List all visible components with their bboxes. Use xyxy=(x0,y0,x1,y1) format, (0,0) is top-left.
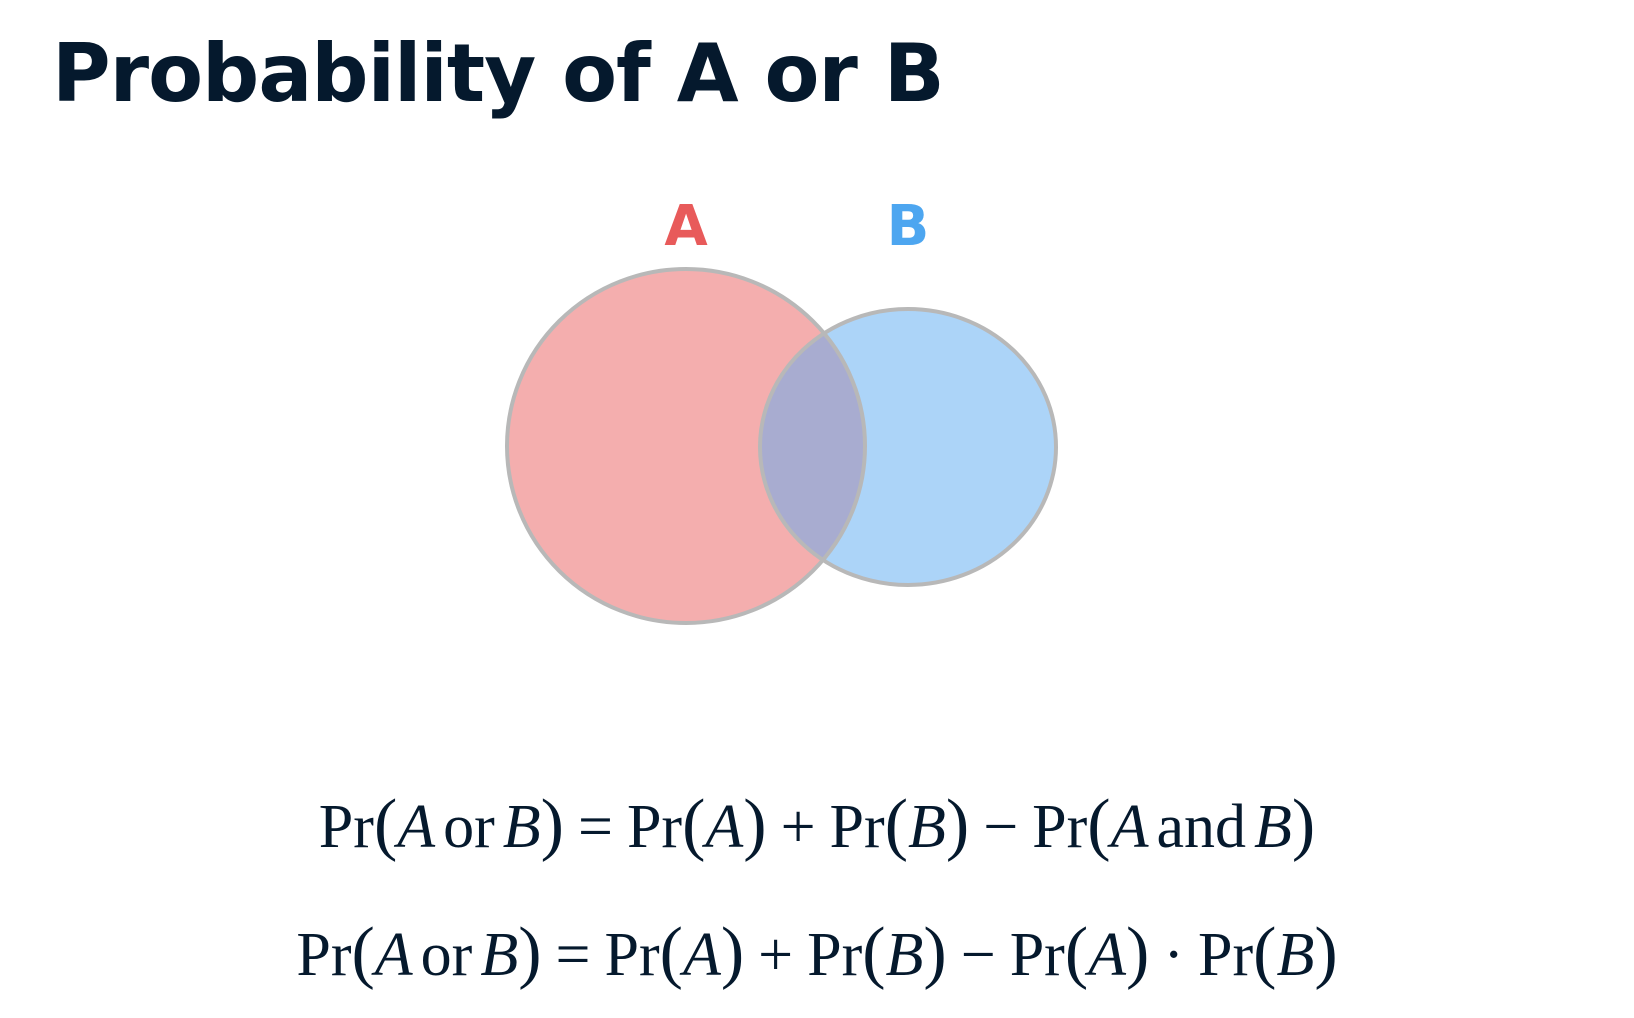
intersection-region xyxy=(760,309,865,585)
page-title: Probability of A or B xyxy=(52,27,945,120)
set-a-label: A xyxy=(664,194,708,259)
set-b-label: B xyxy=(887,194,930,259)
set-a-circle xyxy=(507,269,865,623)
set-b-outline xyxy=(758,307,1058,587)
set-a-outline xyxy=(505,267,867,625)
